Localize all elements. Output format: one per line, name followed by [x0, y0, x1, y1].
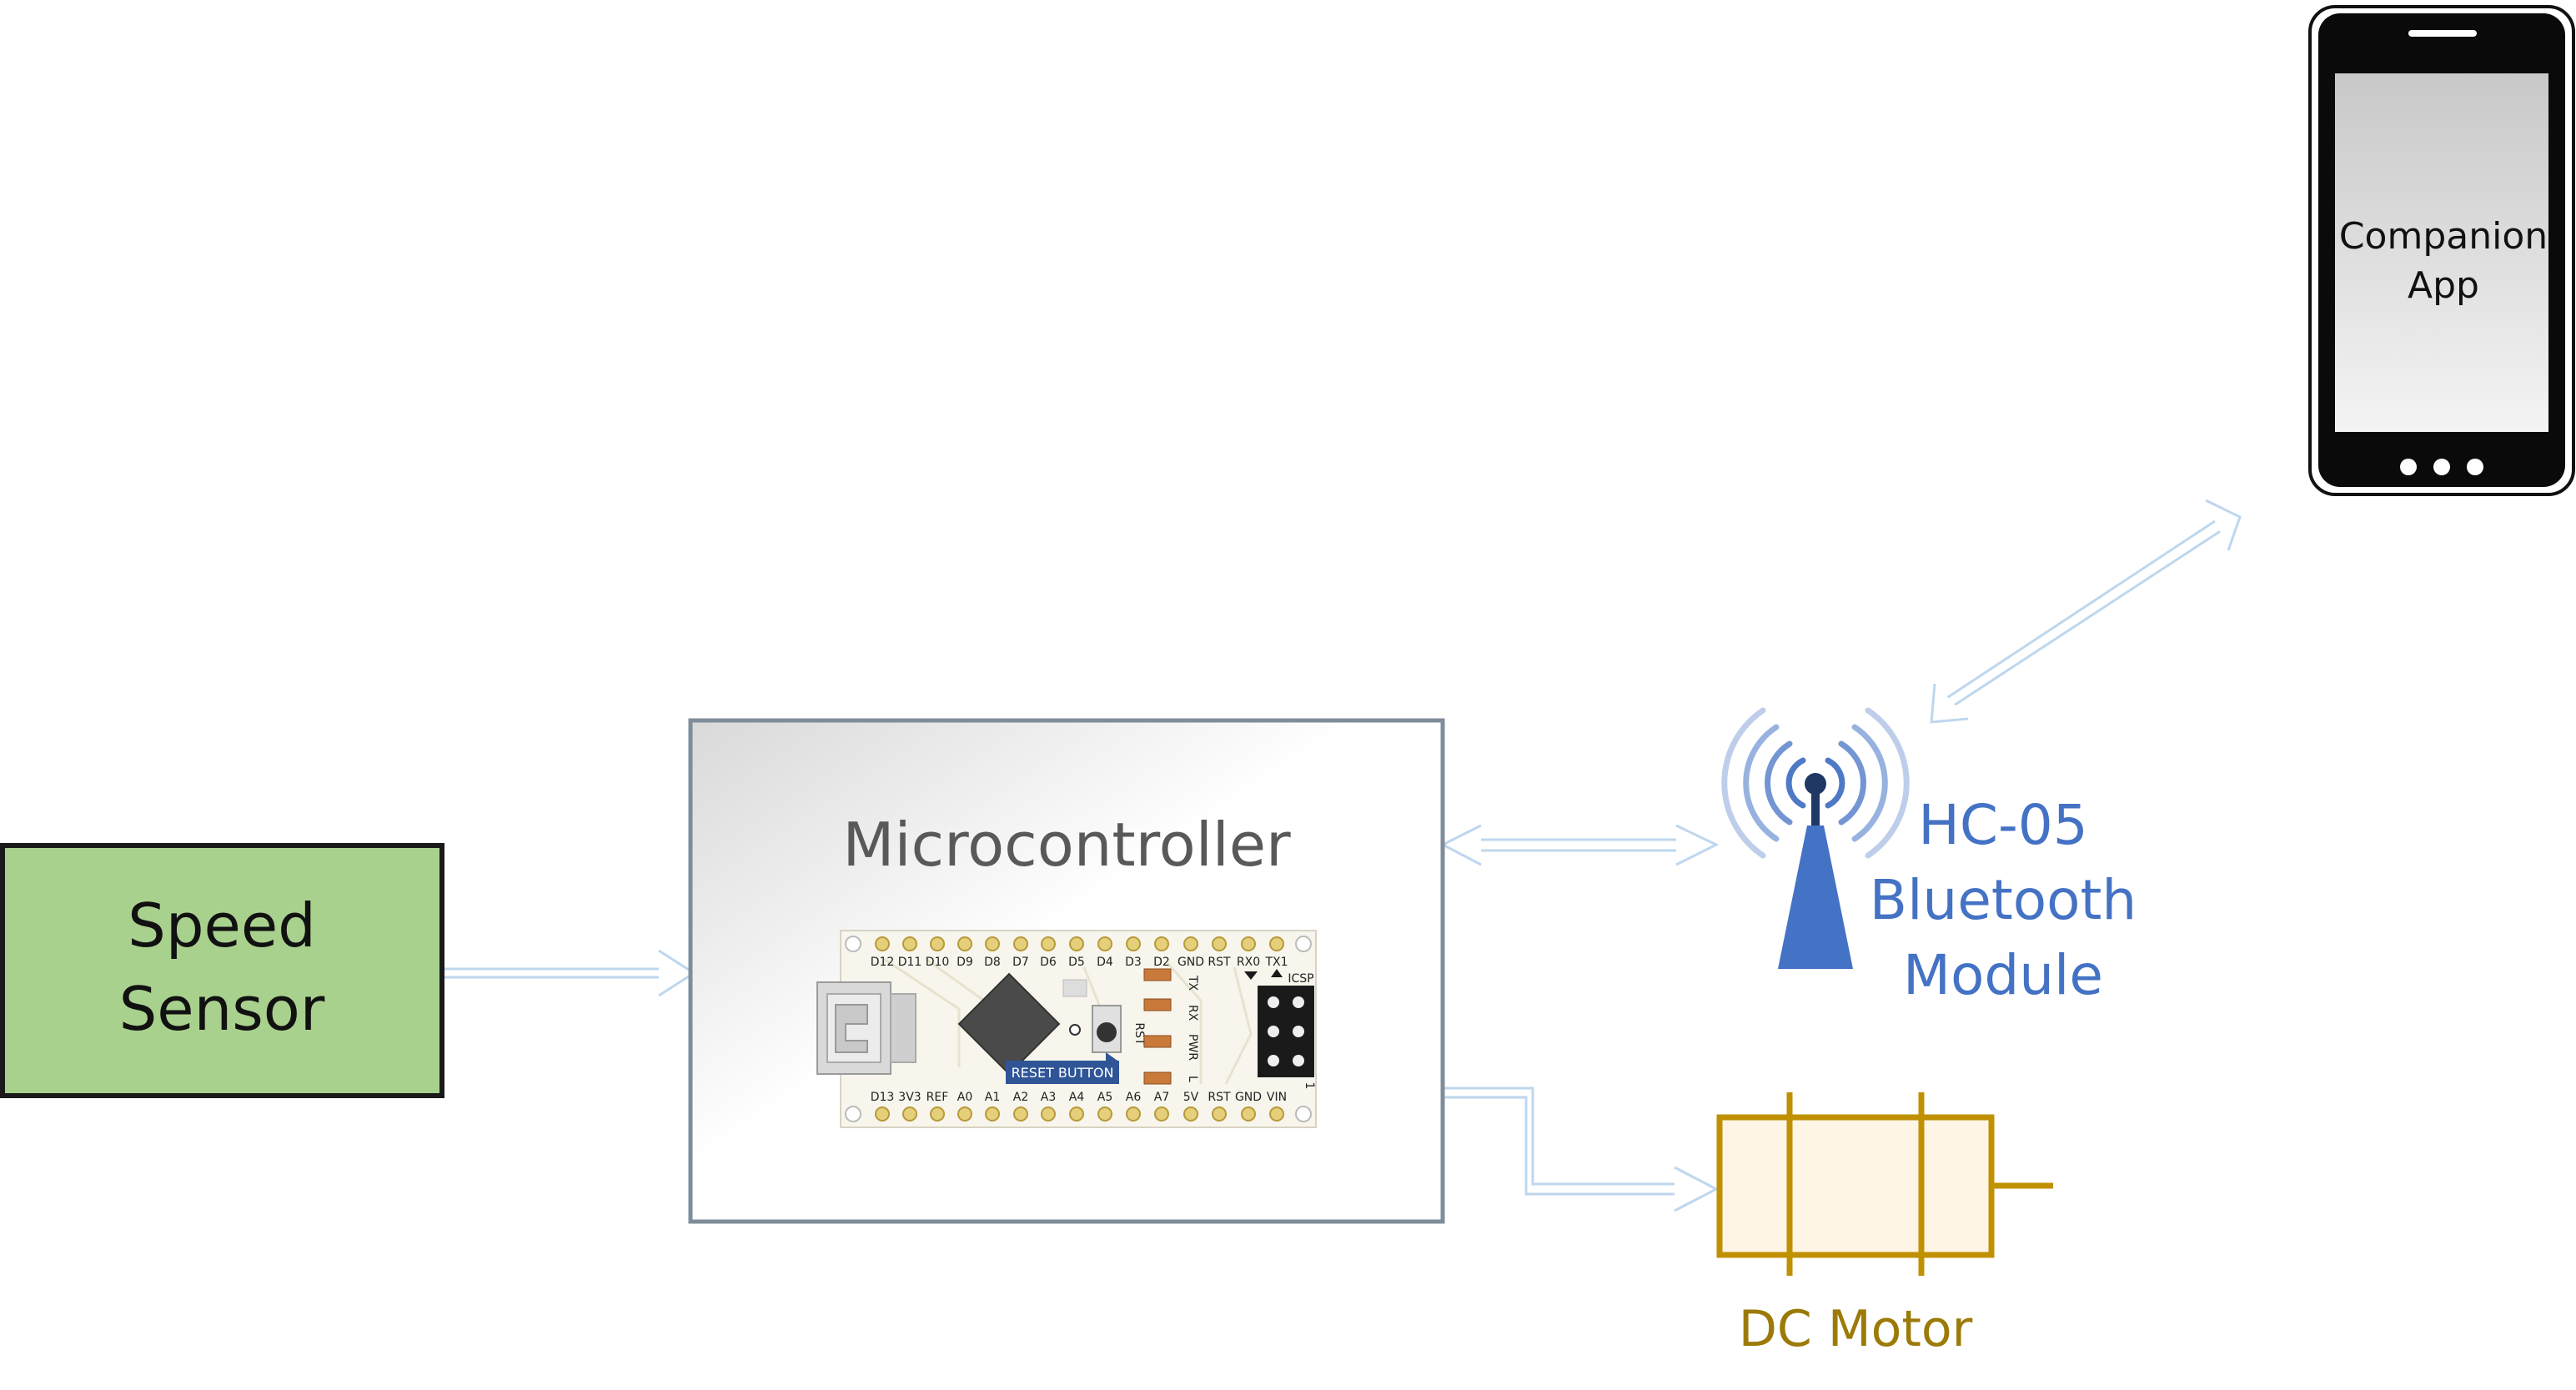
pin-label: D10	[926, 956, 950, 969]
pin-label: RX0	[1237, 956, 1260, 969]
rst-label: RST	[1132, 1022, 1146, 1046]
pin-label: D9	[957, 956, 973, 969]
pin-label: D11	[898, 956, 922, 969]
pin-label: A2	[1013, 1091, 1028, 1104]
pin-label: D7	[1012, 956, 1029, 969]
pin-label: GND	[1178, 956, 1204, 969]
reset-button-label: RESET BUTTON	[1012, 1065, 1114, 1081]
icsp-header-icon: ICSP 1	[1244, 969, 1316, 1089]
phone-label-line1: Companion	[2339, 215, 2548, 258]
usb-connector-icon	[816, 981, 916, 1075]
bluetooth-label-line3: Module	[1903, 943, 2103, 1007]
pin-label: D5	[1068, 956, 1085, 969]
icsp-label: ICSP	[1288, 972, 1313, 986]
top-pin-pads	[875, 936, 1284, 951]
led-label: TX	[1186, 975, 1199, 991]
speed-sensor-block: Speed Sensor	[0, 843, 444, 1098]
pin-label: D6	[1040, 956, 1057, 969]
status-leds: TX RX PWR L	[1143, 968, 1199, 1085]
pin-label: REF	[926, 1091, 949, 1104]
pin-label: A1	[985, 1091, 1000, 1104]
icsp-pin-one-label: 1	[1303, 1082, 1316, 1090]
arrow-mcu-bluetooth	[1439, 824, 1720, 866]
led-label: RX	[1186, 1005, 1199, 1021]
led-label: PWR	[1186, 1034, 1199, 1061]
pin-label: RST	[1208, 956, 1231, 969]
microcontroller-block: Microcontroller	[688, 718, 1445, 1224]
arduino-nano-icon: D12 D11 D10 D9 D8 D7 D6 D5 D4 D3 D2 GND …	[816, 930, 1317, 1128]
pin-label: A6	[1126, 1091, 1142, 1104]
motor-label: DC Motor	[1739, 1300, 1973, 1358]
pin-label: TX1	[1264, 956, 1288, 969]
top-pin-labels: D12 D11 D10 D9 D8 D7 D6 D5 D4 D3 D2 GND …	[871, 956, 1288, 969]
speed-sensor-label-line1: Speed	[128, 891, 316, 961]
pin-label: VIN	[1267, 1091, 1287, 1104]
arrow-mcu-to-motor	[1443, 1086, 1720, 1212]
pin-label: A4	[1069, 1091, 1085, 1104]
pin-label: D3	[1125, 956, 1142, 969]
led-label: L	[1186, 1076, 1199, 1082]
pin-label: D8	[984, 956, 1001, 969]
pin-label: 3V3	[898, 1091, 921, 1104]
pin-label: D13	[871, 1091, 895, 1104]
bottom-pin-labels: D13 3V3 REF A0 A1 A2 A3 A4 A5 A6 A7 5V R…	[871, 1091, 1287, 1104]
pin-label: RST	[1208, 1091, 1231, 1104]
microcontroller-title: Microcontroller	[842, 810, 1291, 880]
pin-label: A3	[1041, 1091, 1056, 1104]
speed-sensor-label-line2: Sensor	[119, 974, 325, 1044]
arrow-bluetooth-phone	[1930, 499, 2242, 724]
pin-label: GND	[1235, 1091, 1262, 1104]
bluetooth-label-line2: Bluetooth	[1870, 868, 2137, 932]
pin-label: 5V	[1183, 1091, 1199, 1104]
reset-button-callout: RESET BUTTON	[1006, 1052, 1119, 1084]
pin-label: D12	[871, 956, 895, 969]
companion-app-phone: Companion App	[2308, 5, 2575, 496]
pin-label: A5	[1097, 1091, 1112, 1104]
phone-label-line2: App	[2408, 264, 2479, 307]
pin-label: A0	[957, 1091, 972, 1104]
dc-motor-icon	[1716, 1092, 2053, 1276]
reset-button-icon: RST	[1092, 1005, 1146, 1053]
pin-label: A7	[1154, 1091, 1169, 1104]
pin-label: D4	[1097, 956, 1113, 969]
arrow-sensor-to-mcu	[442, 949, 696, 997]
bluetooth-label-line1: HC-05	[1918, 793, 2088, 857]
bluetooth-module-block: HC-05 Bluetooth Module	[1721, 707, 2137, 1007]
pin-label: D2	[1153, 956, 1170, 969]
connectors	[442, 499, 2242, 1212]
bottom-pin-pads	[875, 1106, 1284, 1122]
dc-motor-block: DC Motor	[1716, 1092, 2053, 1358]
smartphone-icon	[2308, 5, 2575, 496]
antenna-tower-icon	[1721, 707, 1910, 969]
